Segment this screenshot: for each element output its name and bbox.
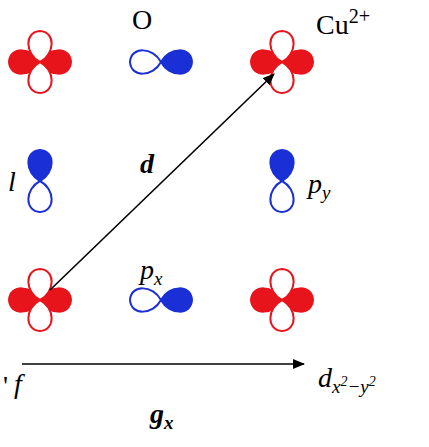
vector-label: f bbox=[14, 370, 22, 398]
vector-label: l bbox=[8, 168, 16, 196]
vector-label: gx bbox=[150, 400, 174, 432]
mark: ' bbox=[3, 372, 8, 400]
orbital-label: py bbox=[308, 170, 330, 202]
vector-d bbox=[50, 74, 274, 290]
orbital-label: dx2−y2 bbox=[318, 364, 376, 396]
vector-gx bbox=[22, 363, 304, 365]
atom-label: Cu2+ bbox=[316, 6, 370, 39]
vector-label: d bbox=[140, 150, 154, 178]
atom-label: O bbox=[132, 6, 152, 34]
orbital-label: px bbox=[140, 256, 162, 288]
cu-orbital bbox=[9, 31, 313, 331]
o-orbital bbox=[28, 50, 293, 311]
